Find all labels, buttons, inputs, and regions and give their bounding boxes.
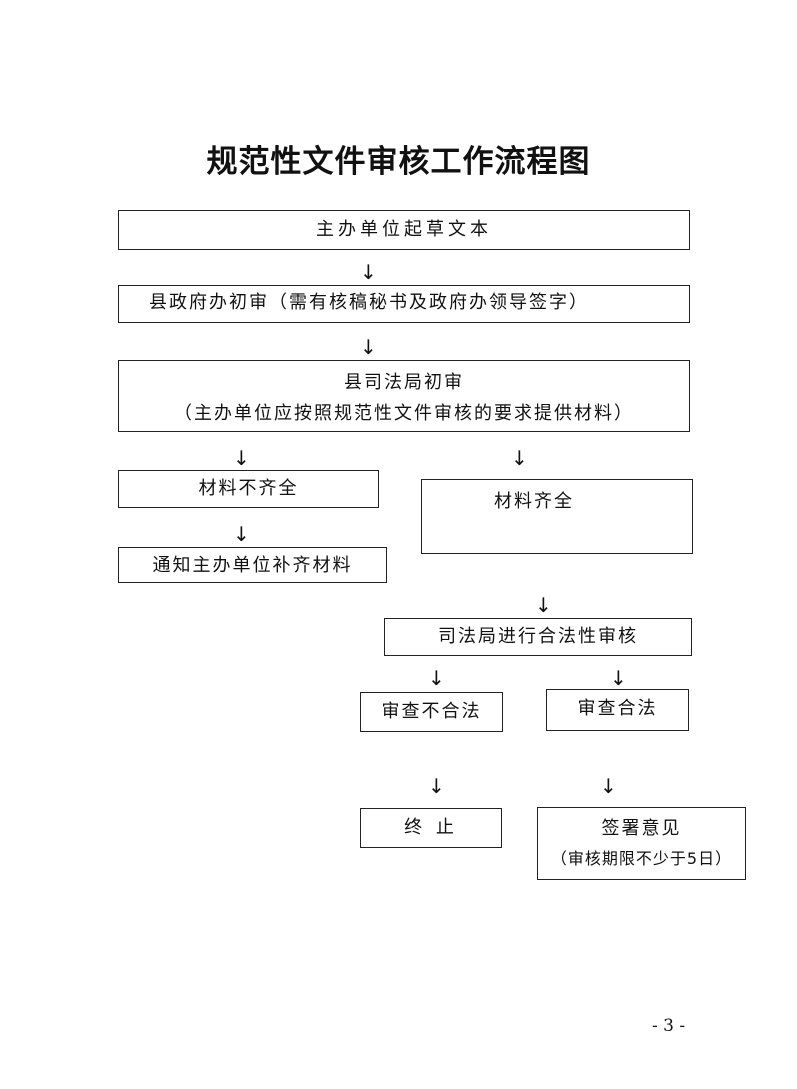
draft-box: 主办单位起草文本 <box>118 210 690 250</box>
arrow-down-icon: ↓ <box>600 774 617 798</box>
arrow-down-icon: ↓ <box>428 774 445 798</box>
sign-opinion-box: 签署意见 （审核期限不少于5日） <box>537 807 746 880</box>
legality-review-box: 司法局进行合法性审核 <box>384 618 692 656</box>
justice-review-note: （主办单位应按照规范性文件审核的要求提供材料） <box>174 403 634 424</box>
terminate-label: 终 止 <box>404 817 458 838</box>
justice-review-box: 县司法局初审 （主办单位应按照规范性文件审核的要求提供材料） <box>118 360 690 432</box>
legal-label: 审查合法 <box>577 698 658 719</box>
materials-incomplete-box: 材料不齐全 <box>118 470 379 508</box>
arrow-down-icon: ↓ <box>428 666 445 690</box>
legality-review-label: 司法局进行合法性审核 <box>438 626 638 647</box>
arrow-down-icon: ↓ <box>360 335 377 359</box>
page-number: - 3 - <box>652 1016 686 1036</box>
materials-incomplete-label: 材料不齐全 <box>198 478 299 499</box>
arrow-down-icon: ↓ <box>610 666 627 690</box>
review-period-label: （审核期限不少于5日） <box>550 849 733 868</box>
justice-review-title: 县司法局初审 <box>344 372 464 393</box>
illegal-box: 审查不合法 <box>360 692 503 732</box>
materials-complete-label: 材料齐全 <box>494 491 574 512</box>
arrow-down-icon: ↓ <box>233 446 250 470</box>
arrow-down-icon: ↓ <box>360 260 377 284</box>
sign-opinion-label: 签署意见 <box>601 818 682 839</box>
legal-box: 审查合法 <box>546 689 689 731</box>
gov-review-box: 县政府办初审（需有核稿秘书及政府办领导签字） <box>118 285 690 323</box>
draft-label: 主办单位起草文本 <box>316 219 492 240</box>
gov-review-label: 县政府办初审（需有核稿秘书及政府办领导签字） <box>149 292 589 313</box>
arrow-down-icon: ↓ <box>233 522 250 546</box>
page-title: 规范性文件审核工作流程图 <box>206 144 591 180</box>
arrow-down-icon: ↓ <box>535 593 552 617</box>
terminate-box: 终 止 <box>360 808 502 848</box>
notify-supplement-label: 通知主办单位补齐材料 <box>152 555 353 576</box>
materials-complete-box: 材料齐全 <box>421 479 693 554</box>
arrow-down-icon: ↓ <box>511 446 528 470</box>
illegal-label: 审查不合法 <box>381 701 482 722</box>
notify-supplement-box: 通知主办单位补齐材料 <box>118 547 387 583</box>
